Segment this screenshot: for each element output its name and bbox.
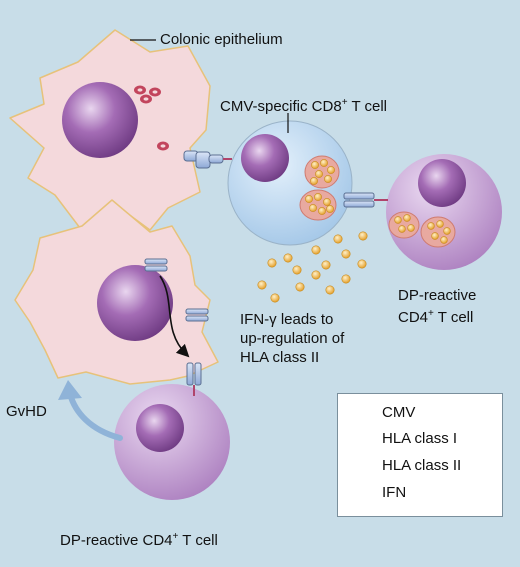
legend-item-hla-class-i: HLA class I — [382, 430, 458, 447]
label-colonic-epithelium: Colonic epithelium — [160, 31, 283, 48]
hla-class-ii-tcr-bottom — [186, 362, 202, 396]
gvhd-arrow-head — [58, 380, 82, 400]
hla-class-ii-complex-right — [343, 192, 388, 208]
label-ifn-line1: IFN-γ leads to — [240, 311, 334, 328]
label-cd8-t-cell: CMV-specific CD8+ T cell — [220, 97, 388, 115]
label-dp-bottom: DP-reactive CD4+ T cell — [60, 531, 218, 549]
nucleus-cd4-bottom — [136, 404, 184, 452]
hla-class-i-tcr-complex — [183, 150, 232, 169]
nucleus-cd8 — [241, 134, 289, 182]
hla-class-ii-upregulated-1 — [144, 258, 168, 272]
cmv-cluster — [134, 85, 169, 151]
label-ifn-line3: HLA class II — [240, 349, 320, 366]
nucleus-lower-epithelium — [97, 265, 173, 341]
label-ifn-line2: up-regulation of — [240, 330, 345, 347]
legend-item-hla-class-ii: HLA class II — [382, 457, 462, 474]
ifn-granule-dots — [305, 159, 451, 244]
label-gvhd: GvHD — [6, 403, 47, 420]
label-dp-right-line2: CD4+ T cell — [398, 308, 474, 326]
legend: CMV HLA class I HLA class II IFN — [337, 393, 503, 517]
legend-item-cmv: CMV — [382, 404, 416, 421]
ifn-free-particles — [257, 231, 368, 303]
cd4-t-cell-right — [386, 154, 502, 270]
nucleus-upper-epithelium — [62, 82, 138, 158]
legend-item-ifn: IFN — [382, 484, 407, 501]
nucleus-cd4-right — [418, 159, 466, 207]
label-dp-right-line1: DP-reactive — [398, 287, 477, 304]
gvhd-arrow — [67, 391, 123, 441]
upregulation-arrow — [159, 275, 190, 358]
hla-class-ii-upregulated-2 — [185, 308, 209, 322]
